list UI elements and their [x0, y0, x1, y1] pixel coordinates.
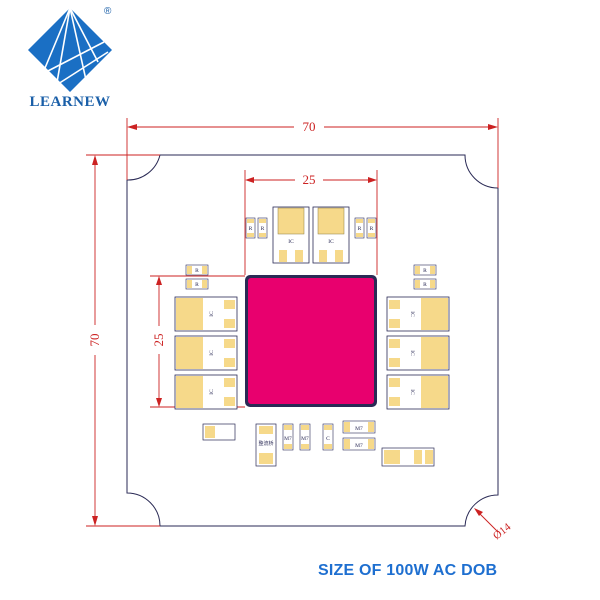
- mosfet-label: M7: [355, 426, 363, 432]
- resistor-label: R: [195, 282, 199, 288]
- led-width-label: 25: [303, 172, 316, 187]
- right-resistors: [413, 264, 437, 290]
- board-width-label: 70: [303, 119, 316, 134]
- hole-leader: [474, 508, 499, 533]
- top-ic-right: [312, 206, 350, 264]
- resistor-label: R: [370, 226, 374, 232]
- board-height-label: 70: [87, 334, 102, 347]
- mosfet-label: M7: [301, 436, 309, 442]
- board-width-dimension: [126, 118, 499, 188]
- capacitor-label: C: [326, 436, 330, 442]
- hole-diameter-label: Ø14: [491, 521, 514, 542]
- ic-label: IC: [209, 389, 215, 395]
- board-outline: [126, 154, 499, 527]
- led-height-label: 25: [151, 334, 166, 347]
- right-ic-column: [386, 296, 450, 410]
- resistor-label: R: [423, 282, 427, 288]
- figure-caption: SIZE OF 100W AC DOB: [318, 562, 498, 579]
- resistor-label: R: [423, 268, 427, 274]
- ic-label: IC: [409, 389, 415, 395]
- resistor-label: R: [261, 226, 265, 232]
- resistor-label: R: [358, 226, 362, 232]
- top-resistors: [245, 217, 377, 239]
- left-resistors: [185, 264, 209, 290]
- ic-label: IC: [409, 350, 415, 356]
- led-width-dimension: [244, 170, 378, 275]
- mosfet-label: M7: [355, 443, 363, 449]
- ic-label: IC: [288, 239, 294, 245]
- ic-label: IC: [209, 311, 215, 317]
- ic-label: IC: [328, 239, 334, 245]
- board-height-dimension: [86, 154, 160, 527]
- top-ic-left: [272, 206, 310, 264]
- learnew-logo: [28, 7, 112, 92]
- brand-name: LEARNEW: [29, 94, 111, 110]
- ic-label: IC: [209, 350, 215, 356]
- ic-label: IC: [409, 311, 415, 317]
- bottom-components: [202, 420, 435, 467]
- mosfet-label: M7: [284, 436, 292, 442]
- left-ic-column: [174, 296, 238, 410]
- bridge-label: 整流桥: [258, 440, 273, 447]
- registered-mark: ®: [104, 6, 112, 17]
- resistor-label: R: [249, 226, 253, 232]
- resistor-label: R: [195, 268, 199, 274]
